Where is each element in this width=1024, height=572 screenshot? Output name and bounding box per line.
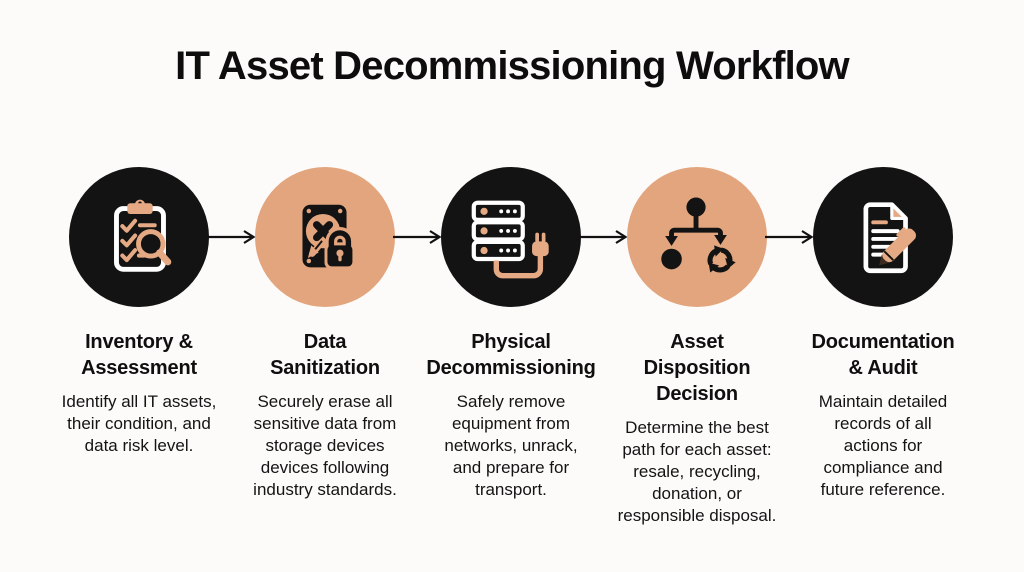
clipboard-checklist-magnifier-icon <box>114 199 172 272</box>
flow-arrow-icon <box>578 229 630 245</box>
flow-arrow-icon <box>392 229 444 245</box>
harddrive-erase-lock-icon <box>302 204 356 270</box>
step-circle <box>441 167 581 307</box>
step-description: Safely remove equipment from networks, u… <box>444 392 578 499</box>
step-physical-decommissioning: Physical Decommissioning Safely remove e… <box>416 167 606 501</box>
flow-arrow-icon <box>764 229 816 245</box>
server-rack-unplug-icon <box>471 200 549 279</box>
step-data-sanitization: Data Sanitization Securely erase all sen… <box>230 167 420 501</box>
step-documentation-audit: Documentation & Audit Maintain detailed … <box>788 167 978 501</box>
step-title: Inventory & Assessment <box>81 331 197 379</box>
step-circle <box>255 167 395 307</box>
flow-arrow-icon <box>206 229 258 245</box>
page-title: IT Asset Decommissioning Workflow <box>175 44 850 88</box>
step-title: Physical Decommissioning <box>426 331 596 379</box>
step-description: Maintain detailed records of all actions… <box>818 392 948 499</box>
decision-tree-recycle-icon <box>661 197 744 284</box>
step-inventory-assessment: Inventory & Assessment Identify all IT a… <box>44 167 234 457</box>
step-description: Securely erase all sensitive data from s… <box>253 392 397 499</box>
step-description: Identify all IT assets, their condition,… <box>61 392 217 455</box>
step-circle <box>813 167 953 307</box>
step-circle <box>69 167 209 307</box>
step-title: Data Sanitization <box>270 331 380 379</box>
step-title: Documentation & Audit <box>811 331 955 379</box>
step-title: Asset Disposition Decision <box>643 331 751 405</box>
step-description: Determine the best path for each asset: … <box>617 418 777 525</box>
step-asset-disposition-decision: Asset Disposition Decision Determine the… <box>602 167 792 527</box>
step-circle <box>627 167 767 307</box>
document-pen-icon <box>863 202 916 274</box>
